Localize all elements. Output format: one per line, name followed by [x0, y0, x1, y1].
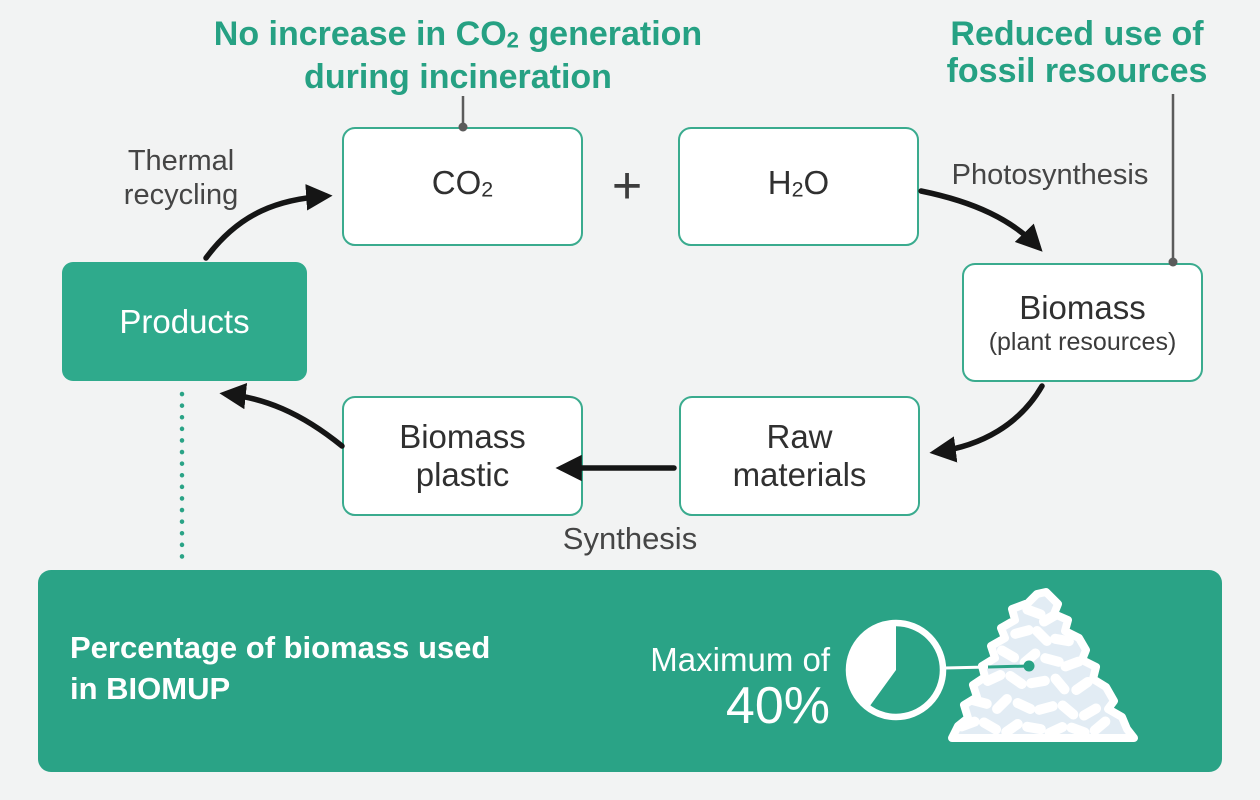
node-raw-line1: Raw — [766, 418, 833, 455]
node-products: Products — [62, 262, 307, 381]
node-bioplastic-line2: plastic — [415, 456, 510, 493]
node-products-label: Products — [119, 302, 250, 340]
annotation-reduced-fossil: Reduced use of fossil resources — [927, 16, 1227, 90]
label-synthesis: Synthesis — [562, 521, 698, 556]
pie-wedge-40pct — [849, 623, 896, 708]
node-co2-label: CO2 — [431, 164, 494, 202]
pie-chart-icon — [845, 619, 947, 721]
node-biomass: Biomass (plant resources) — [962, 263, 1203, 382]
maximum-value: 40% — [725, 677, 830, 735]
arrow-photosynthesis — [918, 188, 1043, 252]
annotation-no-co2-increase: No increase in CO2 generation during inc… — [158, 16, 758, 96]
node-biomass-plastic: Biomass plastic — [342, 396, 583, 516]
annotation-line2: during incineration — [304, 57, 612, 96]
subscript: 2 — [791, 177, 804, 202]
node-bioplastic-line1: Biomass — [399, 418, 526, 455]
node-raw-line2: materials — [732, 456, 867, 493]
node-biomass-title: Biomass — [1019, 288, 1146, 326]
annotation-line1: Reduced use of — [950, 15, 1204, 53]
subscript: 2 — [481, 177, 494, 202]
plus-sign: + — [611, 157, 643, 215]
pellets — [956, 604, 1111, 738]
node-biomass-subtitle: (plant resources) — [988, 327, 1177, 356]
node-h2o: H2O — [678, 127, 919, 246]
label-photosynthesis: Photosynthesis — [951, 159, 1149, 191]
banner-biomass-percentage: Percentage of biomass used in BIOMUP Max… — [38, 570, 1222, 772]
maximum-label: Maximum of — [650, 641, 830, 678]
arrow-biomass-to-raw — [929, 383, 1045, 463]
label-thermal-recycling: Thermal recycling — [123, 145, 239, 211]
node-co2: CO2 — [342, 127, 583, 246]
annotation-line1: No increase in CO2 generation — [213, 15, 703, 53]
annotation-line2: fossil resources — [946, 52, 1208, 90]
arrow-plastic-to-products — [219, 382, 345, 449]
maximum-block: Maximum of 40% — [560, 641, 830, 735]
node-raw-materials: Raw materials — [679, 396, 920, 516]
pellet-pile-illustration — [948, 588, 1138, 742]
subscript: 2 — [506, 27, 519, 53]
node-h2o-label: H2O — [767, 164, 830, 202]
banner-heading: Percentage of biomass used in BIOMUP — [70, 630, 491, 706]
